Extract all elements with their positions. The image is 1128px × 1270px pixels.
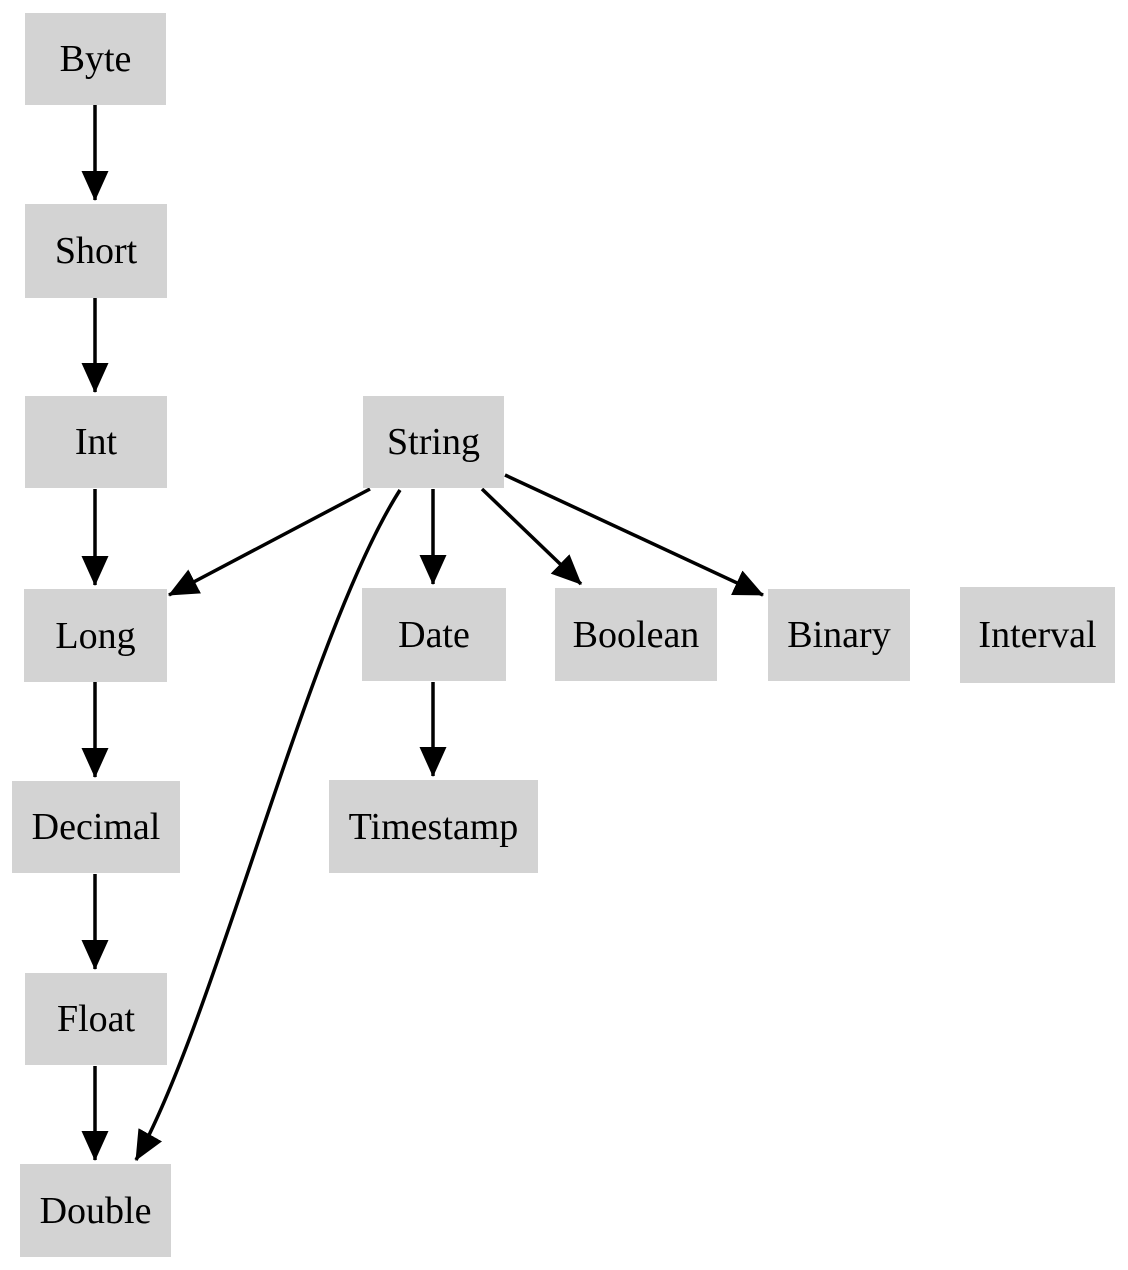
edge-string-long <box>168 487 371 597</box>
node-long-label: Long <box>55 614 136 657</box>
node-binary-label: Binary <box>787 614 891 656</box>
node-date: Date <box>362 588 506 681</box>
node-byte-label: Byte <box>59 38 132 80</box>
node-string: String <box>363 396 504 488</box>
node-byte: Byte <box>25 13 166 105</box>
node-double: Double <box>20 1164 171 1257</box>
node-timestamp-label: Timestamp <box>348 805 519 848</box>
node-binary: Binary <box>768 589 910 681</box>
edge-string-double <box>134 489 402 1161</box>
node-long: Long <box>24 589 167 682</box>
node-decimal: Decimal <box>12 781 180 873</box>
node-float: Float <box>25 973 167 1065</box>
node-boolean: Boolean <box>555 588 717 681</box>
node-short: Short <box>25 204 167 298</box>
node-interval-label: Interval <box>978 614 1097 656</box>
edge-string-binary <box>504 473 764 597</box>
node-string-label: String <box>387 421 480 463</box>
node-double-label: Double <box>39 1189 152 1232</box>
node-int: Int <box>25 396 167 488</box>
node-int-label: Int <box>74 421 118 463</box>
node-boolean-label: Boolean <box>572 613 700 656</box>
node-interval: Interval <box>960 587 1115 683</box>
node-short-label: Short <box>54 230 138 272</box>
node-date-label: Date <box>398 613 470 656</box>
edge-string-boolean <box>480 487 583 586</box>
node-timestamp: Timestamp <box>329 780 538 873</box>
node-float-label: Float <box>56 998 136 1040</box>
node-decimal-label: Decimal <box>31 806 161 848</box>
